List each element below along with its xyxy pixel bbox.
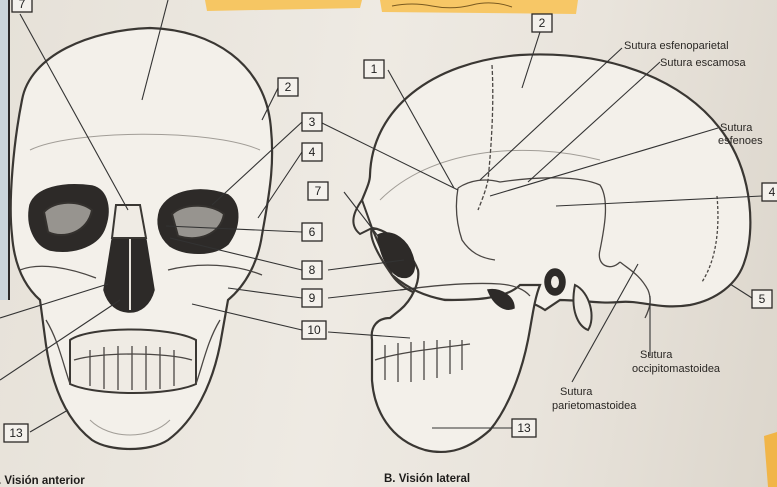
captions: . Visión anterior B. Visión lateral xyxy=(0,473,470,487)
label-1: 1 xyxy=(371,62,378,76)
sticky-note-corner xyxy=(764,432,777,487)
label-9: 9 xyxy=(309,291,316,305)
label-8: 8 xyxy=(309,263,316,277)
label-5: 5 xyxy=(759,292,766,306)
label-4-anterior: 4 xyxy=(309,145,316,159)
label-13-anterior: 13 xyxy=(9,426,23,440)
label-4-lateral: 4 xyxy=(769,185,776,199)
label-sutura-esfenoes-2: esfenoes xyxy=(718,135,763,147)
label-2-anterior: 2 xyxy=(285,80,292,94)
label-sutura-parieto-2: parietomastoidea xyxy=(552,400,637,412)
label-10: 10 xyxy=(307,323,321,337)
label-7: 7 xyxy=(315,184,322,198)
label-sutura-occipito-2: occipitomastoidea xyxy=(632,363,721,375)
caption-lateral: B. Visión lateral xyxy=(384,473,470,485)
skull-anterior xyxy=(11,28,272,449)
label-sutura-parieto-1: Sutura xyxy=(560,386,593,398)
label-sutura-occipito-1: Sutura xyxy=(640,349,673,361)
frame-edge xyxy=(0,0,9,300)
sticky-note-left xyxy=(205,0,362,11)
label-6: 6 xyxy=(309,225,316,239)
label-sutura-escamosa: Sutura escamosa xyxy=(660,57,746,69)
caption-anterior: . Visión anterior xyxy=(0,475,85,487)
label-top-left: 7 xyxy=(19,0,26,11)
label-sutura-esfenoparietal: Sutura esfenoparietal xyxy=(624,40,729,52)
sticky-note-right xyxy=(380,0,578,14)
label-3-anterior: 3 xyxy=(309,115,316,129)
label-13-lateral: 13 xyxy=(517,421,531,435)
label-2-lateral: 2 xyxy=(539,16,546,30)
label-sutura-esfenoes-1: Sutura xyxy=(720,122,753,134)
